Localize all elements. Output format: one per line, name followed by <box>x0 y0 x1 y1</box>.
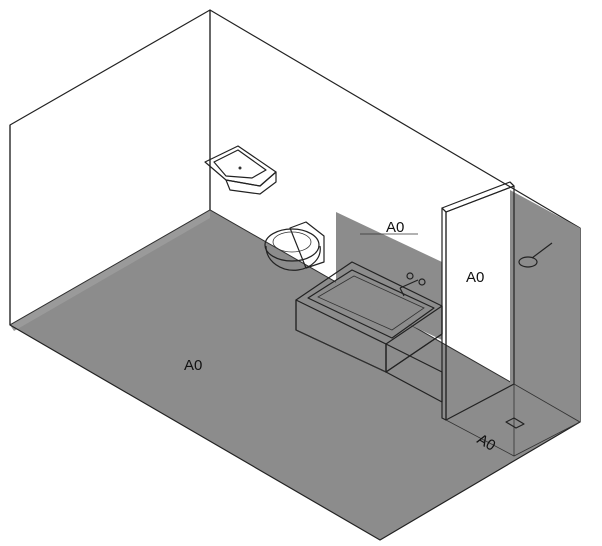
partition-face-label: A0 <box>466 269 484 286</box>
floor-drain <box>505 417 525 429</box>
shower-floor <box>445 383 581 457</box>
floor-skirting <box>10 210 210 331</box>
shower-wall-zone <box>510 190 580 422</box>
bath-wall-label: A0 <box>386 219 404 236</box>
floor-zone <box>10 210 580 540</box>
floor-label: A0 <box>184 357 202 374</box>
washbasin <box>204 145 277 195</box>
wall-hung-toilet <box>264 221 325 271</box>
bath-mixer-tap <box>399 272 426 297</box>
shower-head <box>518 242 553 268</box>
shower-floor-label: A0 <box>474 431 498 455</box>
bath-wall-zone <box>336 212 442 340</box>
